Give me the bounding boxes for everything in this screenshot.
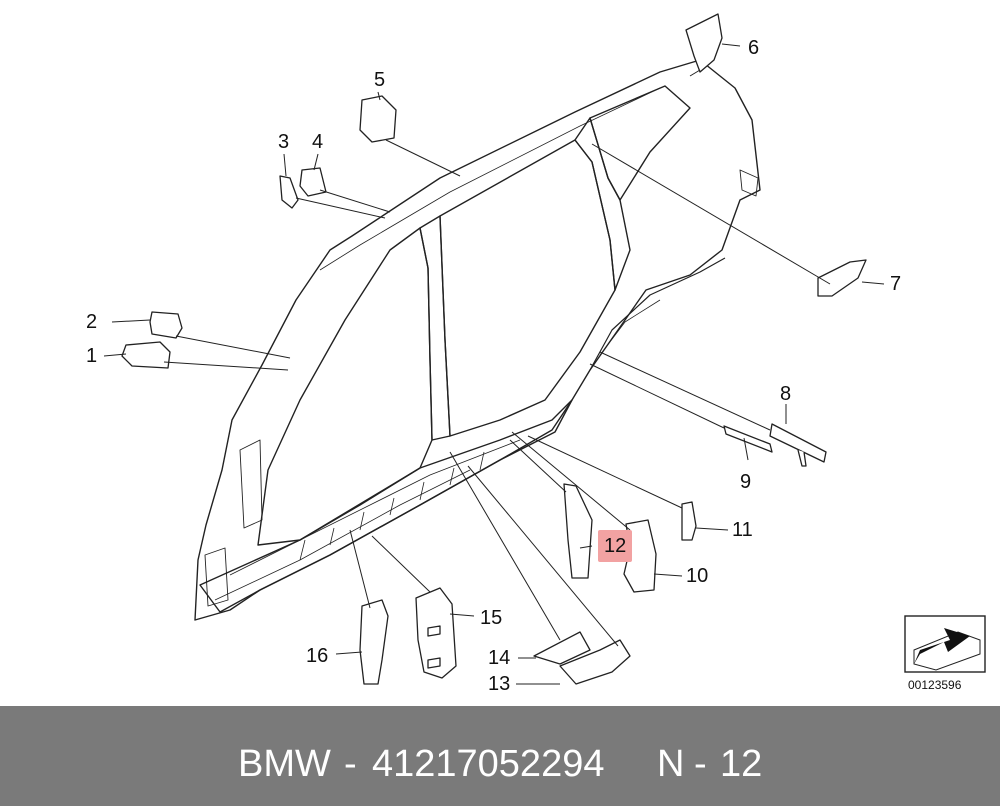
part-4-shape <box>299 167 327 197</box>
rear-door-opening <box>439 139 616 437</box>
part-5-shape <box>359 95 397 143</box>
callout-5: 5 <box>374 69 386 91</box>
footer-bar: BMW - 41217052294 N - 12 <box>0 706 1000 806</box>
callout-11: 11 <box>732 519 753 541</box>
callout-16: 16 <box>306 645 329 667</box>
part-11-shape <box>681 501 697 541</box>
footer-ref-prefix: N <box>657 743 685 785</box>
callout-6: 6 <box>748 37 760 59</box>
part-1-shape <box>121 341 171 369</box>
callout-9: 9 <box>740 471 752 493</box>
part-7-shape <box>817 259 867 297</box>
callout-12-highlighted: 12 <box>598 530 633 562</box>
footer-part-number: 41217052294 <box>372 743 605 785</box>
callout-7: 7 <box>890 273 902 295</box>
part-6-shape <box>685 13 723 73</box>
part-13-shape <box>559 639 631 685</box>
callout-10: 10 <box>686 565 709 587</box>
orientation-arrow-icon <box>904 615 986 673</box>
callout-13: 13 <box>488 673 511 695</box>
diagram-id: 00123596 <box>908 678 962 692</box>
front-door-opening <box>257 227 433 546</box>
parts-diagram <box>103 13 986 685</box>
callout-1: 1 <box>86 345 98 367</box>
callout-4: 4 <box>312 131 324 153</box>
footer-separator: - <box>344 743 357 785</box>
part-3-shape <box>279 175 299 209</box>
callout-3: 3 <box>278 131 290 153</box>
b-pillar <box>419 215 451 441</box>
part-16-shape <box>359 599 389 685</box>
rear-wheel-arch <box>589 257 726 371</box>
rocker-sill <box>199 399 573 613</box>
callout-8: 8 <box>780 383 792 405</box>
callout-2: 2 <box>86 311 98 333</box>
callout-14: 14 <box>488 647 511 669</box>
part-9-shape <box>723 425 773 453</box>
footer-ref-number: 12 <box>720 743 763 785</box>
part-8-shape <box>769 423 827 463</box>
rear-quarter-window <box>589 85 691 201</box>
callout-15: 15 <box>480 607 503 629</box>
part-14-shape <box>533 631 591 665</box>
footer-ref-separator: - <box>694 743 707 785</box>
footer-brand: BMW <box>238 743 331 785</box>
part-2-shape <box>149 311 183 339</box>
c-pillar <box>574 117 631 291</box>
part-12-shape <box>563 483 593 579</box>
